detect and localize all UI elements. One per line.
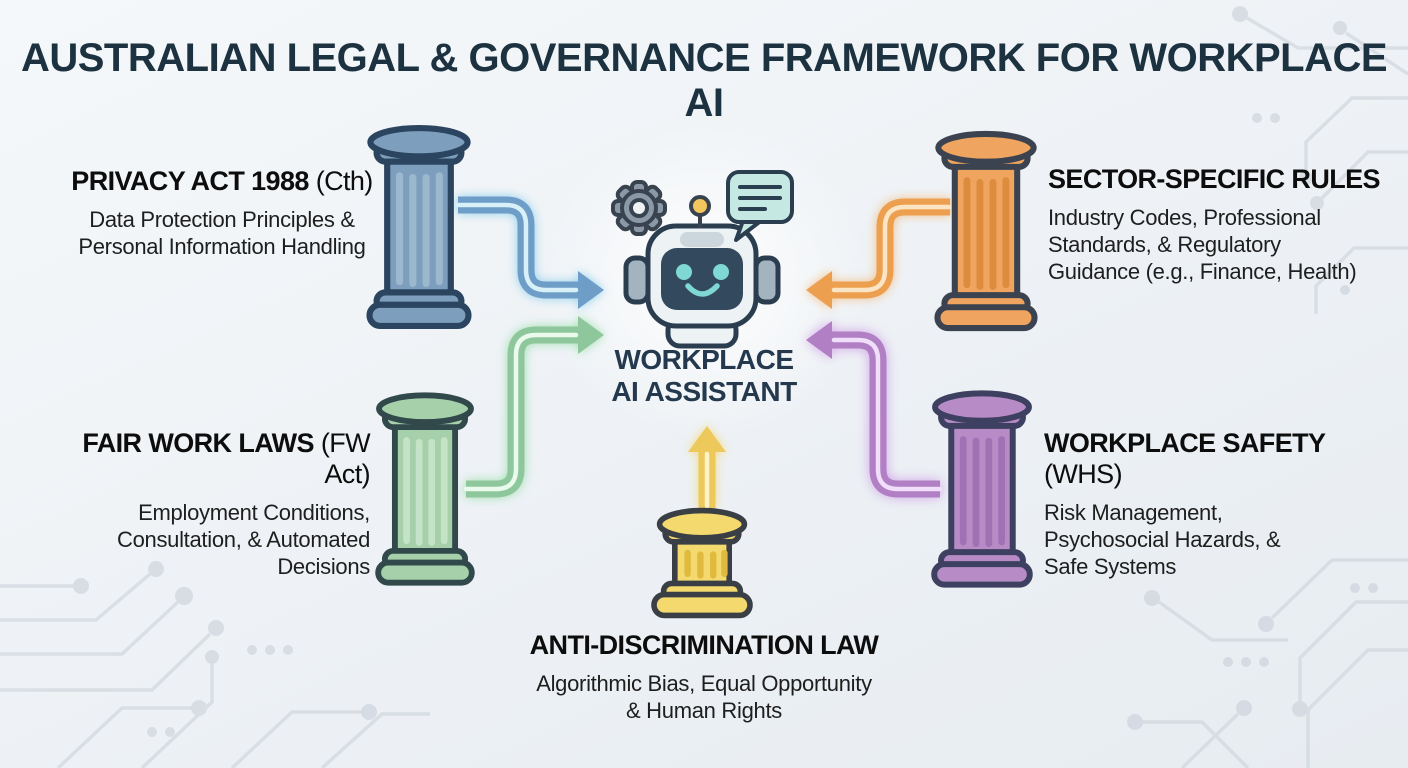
ai-label-line1: WORKPLACE	[614, 344, 794, 375]
robot-ear-left	[623, 255, 651, 305]
pillar-sector-rules	[934, 130, 1038, 332]
safety-description: Risk Management, Psychosocial Hazards, &…	[1044, 500, 1281, 579]
robot-eye-right	[713, 264, 729, 280]
speech-bubble-icon	[726, 170, 794, 242]
node-anti-discrimination: ANTI-DISCRIMINATION LAW Algorithmic Bias…	[474, 630, 934, 724]
robot-eye-left	[676, 264, 692, 280]
circuit-pattern-bottom-left	[0, 561, 430, 768]
pillar-privacy-act	[366, 124, 472, 330]
arrow-privacy-to-ai	[455, 196, 604, 309]
pillar-anti-discrimination	[651, 507, 753, 619]
pillar-workplace-safety	[931, 390, 1033, 588]
privacy-heading: PRIVACY ACT 1988 (Cth)	[71, 166, 373, 196]
safety-heading: WORKPLACE SAFETY (WHS)	[1044, 428, 1326, 489]
pillar-fair-work	[375, 392, 475, 586]
arrow-antidiscrimination-to-ai	[688, 426, 726, 509]
privacy-description: Data Protection Principles & Personal In…	[78, 207, 366, 259]
gear-icon	[611, 180, 667, 236]
sector-heading: SECTOR-SPECIFIC RULES	[1048, 164, 1381, 194]
arrow-fairwork-to-ai	[463, 316, 604, 498]
antidiscrimination-description: Algorithmic Bias, Equal Opportunity & Hu…	[536, 671, 872, 723]
robot-head-panel	[680, 232, 724, 247]
robot-ear-right	[753, 255, 781, 305]
node-workplace-safety: WORKPLACE SAFETY (WHS) Risk Management, …	[1044, 428, 1384, 580]
robot-smile	[685, 283, 720, 297]
arrow-sector-to-ai	[806, 198, 953, 309]
robot-face-screen	[661, 248, 743, 310]
node-sector-rules: SECTOR-SPECIFIC RULES Industry Codes, Pr…	[1048, 164, 1393, 285]
arrow-safety-to-ai	[806, 321, 943, 498]
sector-description: Industry Codes, Professional Standards, …	[1048, 205, 1357, 284]
fairwork-description: Employment Conditions, Consultation, & A…	[117, 500, 370, 579]
node-privacy-act: PRIVACY ACT 1988 (Cth) Data Protection P…	[50, 166, 394, 260]
circuit-pattern-top-right	[1232, 6, 1408, 314]
antidiscrimination-heading: ANTI-DISCRIMINATION LAW	[529, 630, 879, 660]
circuit-pattern-bottom-right	[1127, 558, 1408, 768]
page-title: AUSTRALIAN LEGAL & GOVERNANCE FRAMEWORK …	[20, 36, 1388, 125]
ai-assistant-label: WORKPLACE AI ASSISTANT	[584, 344, 824, 408]
node-fair-work: FAIR WORK LAWS (FW Act) Employment Condi…	[36, 428, 370, 580]
antenna-icon	[689, 195, 711, 228]
robot-icon	[611, 170, 794, 349]
ai-label-line2: AI ASSISTANT	[611, 376, 797, 407]
fairwork-heading: FAIR WORK LAWS (FW Act)	[82, 428, 370, 489]
